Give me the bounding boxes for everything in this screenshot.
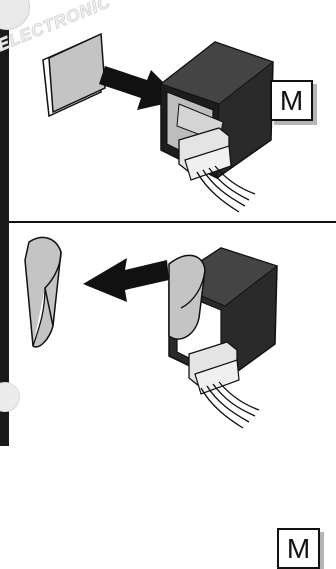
module-housing <box>159 41 275 213</box>
left-margin-rule <box>0 0 9 446</box>
module-housing <box>167 247 279 429</box>
module-label-m: M <box>277 528 320 569</box>
peel-label-illustration <box>24 236 279 429</box>
step-peel-label: M <box>9 224 336 569</box>
peeled-label <box>24 236 62 348</box>
module-label-m: M <box>270 80 313 121</box>
section-divider <box>9 221 336 223</box>
apply-label-illustration <box>42 32 275 213</box>
label-sheet <box>42 32 106 118</box>
step-apply-label: M <box>9 0 336 220</box>
arrow-left-icon <box>83 258 169 302</box>
